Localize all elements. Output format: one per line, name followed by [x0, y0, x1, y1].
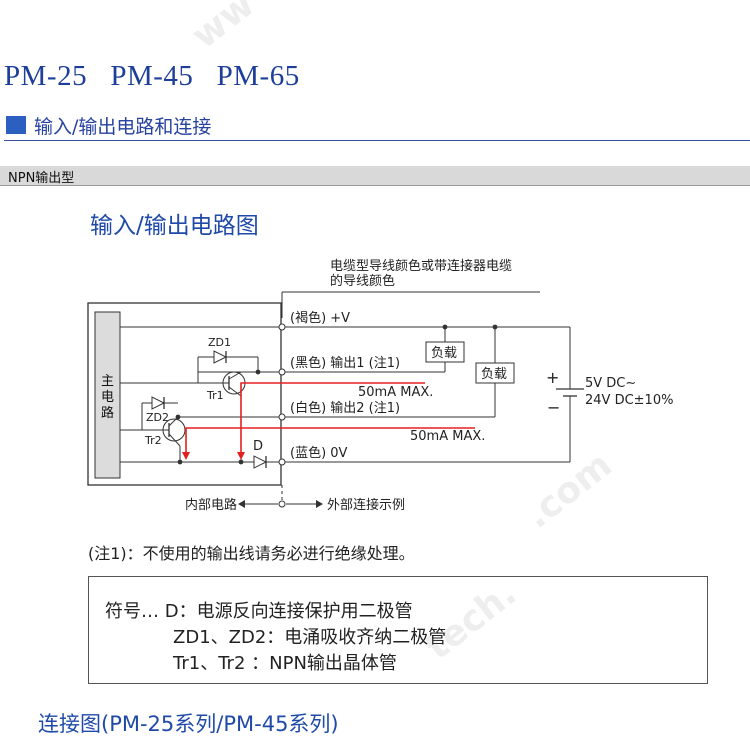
- circuit-heading: 输入/输出电路图: [90, 213, 259, 239]
- supply-voltage-line1: 5V DC∼: [585, 376, 636, 391]
- boundary-point: [278, 500, 286, 508]
- connection-diagram-heading: 连接图(PM-25系列/PM-45系列): [38, 712, 339, 736]
- junction-dot: [442, 324, 448, 330]
- junction-dot: [175, 414, 181, 420]
- zener-diode-icon: [151, 396, 166, 410]
- load-1-label: 负载: [431, 346, 457, 361]
- section-heading: 输入/输出电路和连接: [4, 112, 750, 141]
- arrow-right-icon: [316, 500, 323, 508]
- supply-minus: −: [547, 398, 560, 417]
- supply-plus: +: [546, 368, 559, 387]
- cable-note-line1: 电缆型导线颜色或带连接器电缆: [330, 258, 512, 274]
- zd2-label: ZD2: [146, 411, 169, 424]
- section-marker-icon: [6, 116, 26, 134]
- section-title: 输入/输出电路和连接: [34, 116, 212, 138]
- load-2-label: 负载: [481, 367, 507, 382]
- terminal-blue: [278, 458, 286, 466]
- current-path-output1: [240, 382, 425, 456]
- current-arrow-icon: [182, 452, 190, 460]
- wire-blue-label: (蓝色) 0V: [290, 445, 348, 461]
- output-type-band: NPN输出型: [0, 166, 750, 186]
- supply-voltage-line2: 24V DC±10%: [585, 393, 673, 408]
- tr2-emitter: [168, 433, 181, 447]
- zener-diode-icon: [213, 350, 228, 364]
- wire-white-label: (白色) 输出2 (注1): [290, 400, 400, 416]
- main-circuit-char-3: 路: [101, 405, 114, 421]
- tr2-label: Tr2: [144, 434, 162, 447]
- tr1-label: Tr1: [206, 389, 224, 402]
- protection-diode-icon: [253, 455, 268, 469]
- tr1-emitter: [228, 386, 242, 397]
- wire-black-label: (黑色) 输出1 (注1): [290, 355, 400, 371]
- junction-dot: [238, 459, 244, 465]
- cable-note-line2: 的导线颜色: [330, 273, 395, 289]
- legend-line-diode: 符号… D：电源反向连接保护用二极管: [105, 601, 413, 622]
- internal-circuit-boundary: [87, 302, 282, 486]
- current-arrow-icon: [237, 452, 245, 460]
- current-path-output2: [185, 427, 475, 456]
- tr1-collector: [228, 371, 242, 380]
- insulation-note: (注1)：不使用的输出线请务必进行绝缘处理。: [88, 544, 415, 563]
- main-circuit-box: [94, 311, 121, 479]
- max-current-label-1: 50mA MAX.: [358, 385, 433, 400]
- arrow-left-icon: [238, 500, 245, 508]
- junction-dot: [492, 324, 498, 330]
- symbol-legend: 符号… D：电源反向连接保护用二极管 ZD1、ZD2：电涌吸收齐纳二极管 Tr1…: [88, 576, 708, 684]
- main-circuit-char-1: 主: [101, 374, 114, 389]
- legend-line-zener: ZD1、ZD2：电涌吸收齐纳二极管: [173, 627, 447, 648]
- zd1-label: ZD1: [208, 336, 231, 349]
- model-title: PM-25 PM-45 PM-65: [4, 60, 300, 92]
- max-current-label-2: 50mA MAX.: [410, 429, 485, 444]
- terminal-white: [278, 413, 286, 421]
- internal-circuit-label: 内部电路: [185, 497, 237, 513]
- main-circuit-char-2: 电: [101, 390, 114, 405]
- terminal-brown: [278, 323, 286, 331]
- diode-d-label: D: [253, 439, 263, 454]
- terminal-black: [278, 368, 286, 376]
- wire-brown-label: (褐色) +V: [290, 310, 350, 326]
- external-connection-label: 外部连接示例: [327, 497, 405, 513]
- legend-line-transistor: Tr1、Tr2 ：NPN输出晶体管: [173, 653, 397, 674]
- junction-dot: [177, 459, 183, 465]
- junction-dot: [255, 369, 261, 375]
- output-type-label: NPN输出型: [8, 171, 75, 186]
